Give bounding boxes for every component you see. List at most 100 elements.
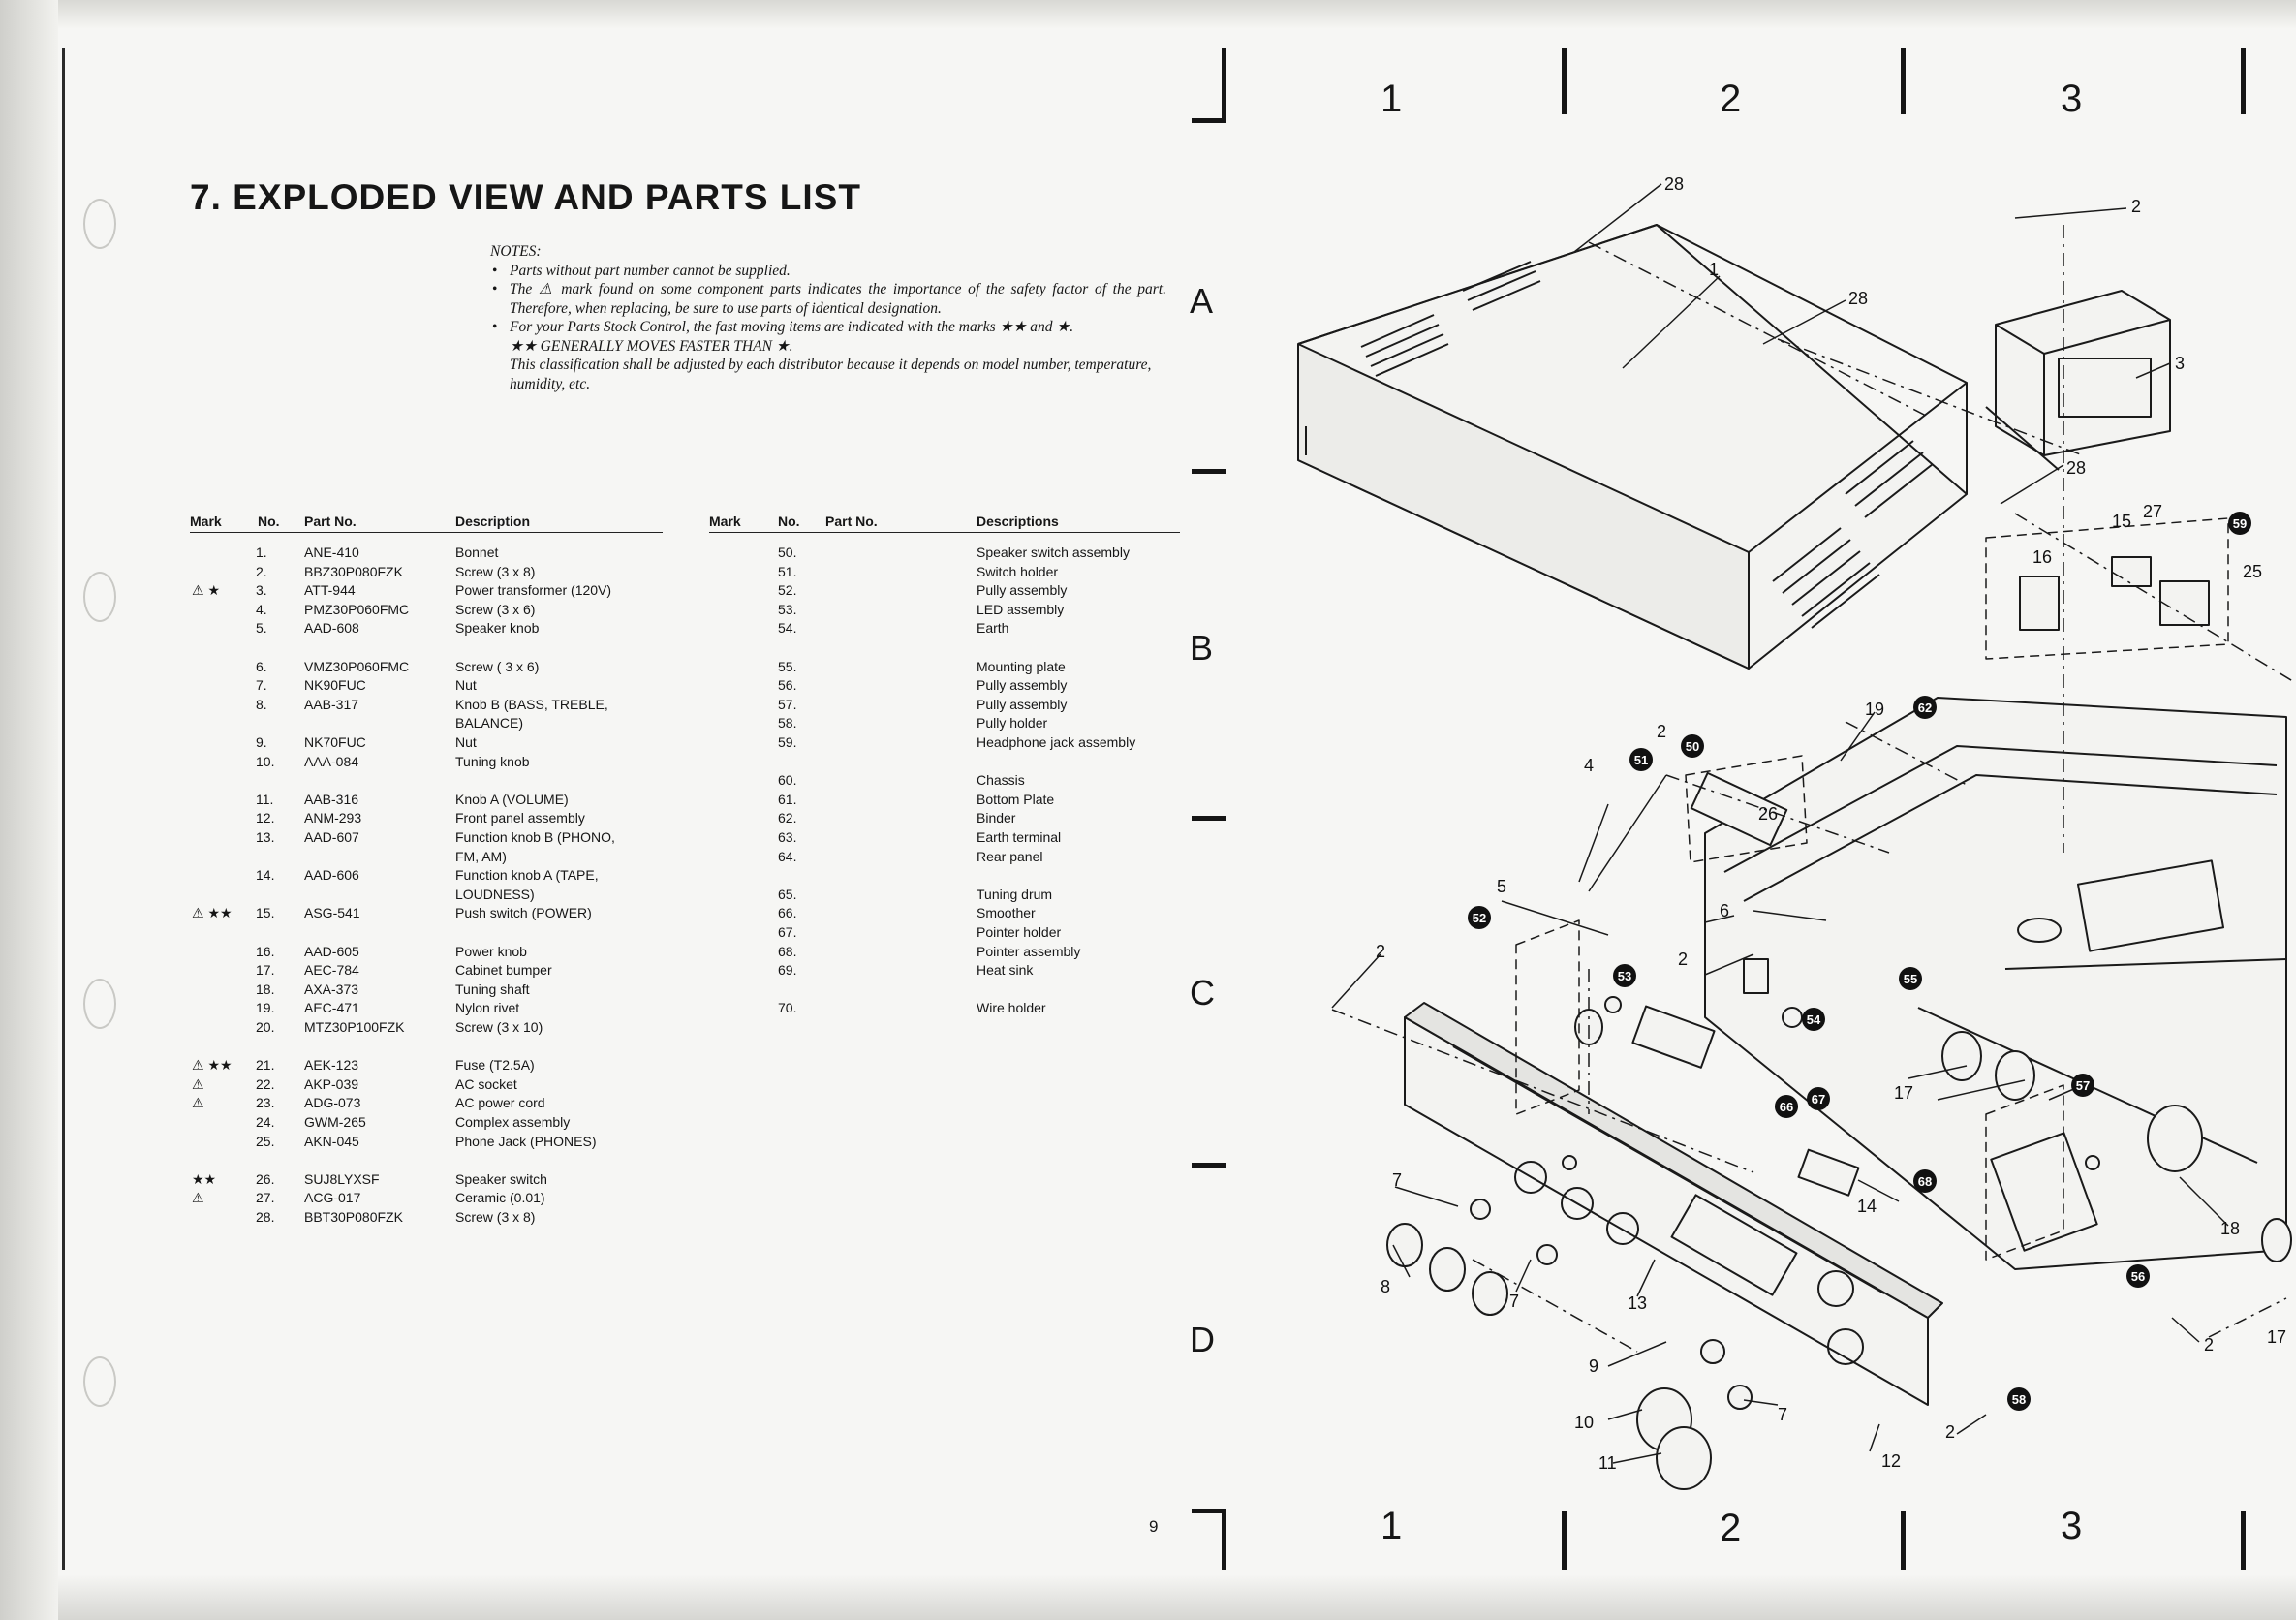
- part-description: Earth terminal: [977, 829, 1062, 845]
- part-description: Switch holder: [977, 563, 1059, 579]
- part-description: Speaker switch assembly: [977, 545, 1130, 560]
- grid-divider: [1192, 1163, 1226, 1168]
- part-description: AC power cord: [455, 1095, 545, 1111]
- part-description: Earth: [977, 620, 1009, 637]
- scan-edge-strip: [0, 0, 58, 1620]
- grid-corner-mark: [1192, 1509, 1226, 1513]
- part-description: Headphone jack assembly: [977, 734, 1136, 750]
- part-number-index: 8.: [256, 696, 267, 712]
- callout-label: 19: [1865, 700, 1885, 719]
- grid-corner-mark: [1192, 118, 1226, 123]
- right-table-rule: [709, 532, 1180, 533]
- bonnet-drawing: [1297, 224, 1968, 670]
- part-number-index: 65.: [778, 886, 797, 902]
- grid-divider: [1901, 48, 1906, 114]
- grid-column-label: 2: [1720, 1507, 1742, 1549]
- callout-label: 28: [1848, 289, 1869, 308]
- part-number-index: 27.: [256, 1190, 275, 1206]
- part-number-index: 3.: [256, 582, 267, 599]
- circled-callout-label: 55: [1899, 967, 1922, 990]
- callout-label: 2: [2204, 1335, 2215, 1355]
- part-code: AEC-471: [304, 1000, 359, 1016]
- part-description: Power knob: [455, 943, 527, 959]
- part-number-index: 7.: [256, 677, 267, 694]
- part-code: ADG-073: [304, 1095, 361, 1111]
- left-table-header-part: Part No.: [304, 514, 357, 529]
- part-number-index: 1.: [256, 545, 267, 560]
- left-table-header-mark: Mark: [190, 514, 222, 529]
- note-line: This classification shall be adjusted by…: [510, 357, 1152, 392]
- part-number-index: 67.: [778, 924, 797, 940]
- part-number-index: 63.: [778, 829, 797, 845]
- callout-label: 2: [1376, 942, 1386, 961]
- left-table-header-description: Description: [455, 514, 531, 529]
- grid-row-label: C: [1190, 973, 1215, 1012]
- grid-divider: [2241, 48, 2246, 114]
- note-line: ★★ GENERALLY MOVES FASTER THAN ★.: [510, 337, 793, 355]
- part-number-index: 64.: [778, 848, 797, 864]
- callout-label: 7: [1509, 1292, 1520, 1311]
- part-code: AAB-317: [304, 696, 359, 712]
- part-code: PMZ30P060FMC: [304, 601, 410, 617]
- note-item: Parts without part number cannot be supp…: [488, 262, 1166, 281]
- part-number-index: 54.: [778, 620, 797, 637]
- part-description: Power transformer (120V): [455, 582, 612, 599]
- exploded-view-diagram: [1297, 183, 2296, 1490]
- part-description: Screw ( 3 x 6): [455, 658, 540, 674]
- part-number-index: 16.: [256, 943, 275, 959]
- part-code: MTZ30P100FZK: [304, 1019, 405, 1035]
- callout-label: 28: [1664, 174, 1685, 194]
- callout-label: 6: [1720, 901, 1730, 920]
- part-description: Nut: [455, 734, 477, 750]
- callout-label: 2: [1945, 1422, 1956, 1442]
- part-description: AC socket: [455, 1075, 517, 1092]
- callout-label: 2: [1678, 950, 1689, 969]
- part-description: Tuning knob: [455, 753, 530, 769]
- part-number-index: 61.: [778, 791, 797, 807]
- grid-row-label: A: [1190, 281, 1214, 321]
- part-description: Pully assembly: [977, 582, 1068, 599]
- part-description: Front panel assembly: [455, 810, 585, 826]
- part-description: Speaker switch: [455, 1170, 547, 1187]
- part-code: AAD-607: [304, 829, 359, 845]
- part-description: Pully assembly: [977, 677, 1068, 694]
- part-number-index: 12.: [256, 810, 275, 826]
- part-description: Rear panel: [977, 848, 1043, 864]
- callout-label: 15: [2112, 512, 2132, 531]
- part-number-index: 52.: [778, 582, 797, 599]
- part-number-index: 55.: [778, 658, 797, 674]
- part-code: AXA-373: [304, 981, 359, 997]
- callout-label: 7: [1392, 1170, 1403, 1190]
- part-description: BALANCE): [455, 715, 524, 732]
- part-description: Pully assembly: [977, 696, 1068, 712]
- part-description: Binder: [977, 810, 1016, 826]
- part-number-index: 5.: [256, 620, 267, 637]
- part-code: ANE-410: [304, 545, 359, 560]
- callout-label: 12: [1881, 1451, 1902, 1471]
- part-description: Phone Jack (PHONES): [455, 1133, 597, 1149]
- scan-shadow-top: [0, 0, 2296, 29]
- callout-label: 17: [2267, 1327, 2287, 1347]
- part-number-index: 62.: [778, 810, 797, 826]
- part-code: VMZ30P060FMC: [304, 658, 410, 674]
- part-number-index: 69.: [778, 962, 797, 979]
- part-description: Wire holder: [977, 1000, 1046, 1016]
- part-number-index: 18.: [256, 981, 275, 997]
- part-code: NK70FUC: [304, 734, 366, 750]
- part-description: Cabinet bumper: [455, 962, 552, 979]
- circled-callout-label: 52: [1468, 906, 1491, 929]
- callout-label: 18: [2220, 1219, 2241, 1238]
- page-title: 7. EXPLODED VIEW AND PARTS LIST: [190, 177, 861, 217]
- left-table-rule: [190, 532, 663, 533]
- page-number: 9: [1149, 1517, 1159, 1536]
- part-description: Pully holder: [977, 715, 1048, 732]
- notes-block: NOTES: Parts without part number cannot …: [488, 242, 1166, 393]
- callout-label: 9: [1589, 1356, 1599, 1376]
- part-description: Knob B (BASS, TREBLE,: [455, 696, 608, 712]
- grid-row-label: B: [1190, 628, 1214, 668]
- circled-callout-label: 54: [1802, 1008, 1825, 1031]
- grid-column-label: 3: [2061, 78, 2083, 120]
- leader-lines: [1331, 183, 2229, 1464]
- binding-margin-line: [62, 48, 65, 1570]
- callout-label: 26: [1758, 804, 1779, 824]
